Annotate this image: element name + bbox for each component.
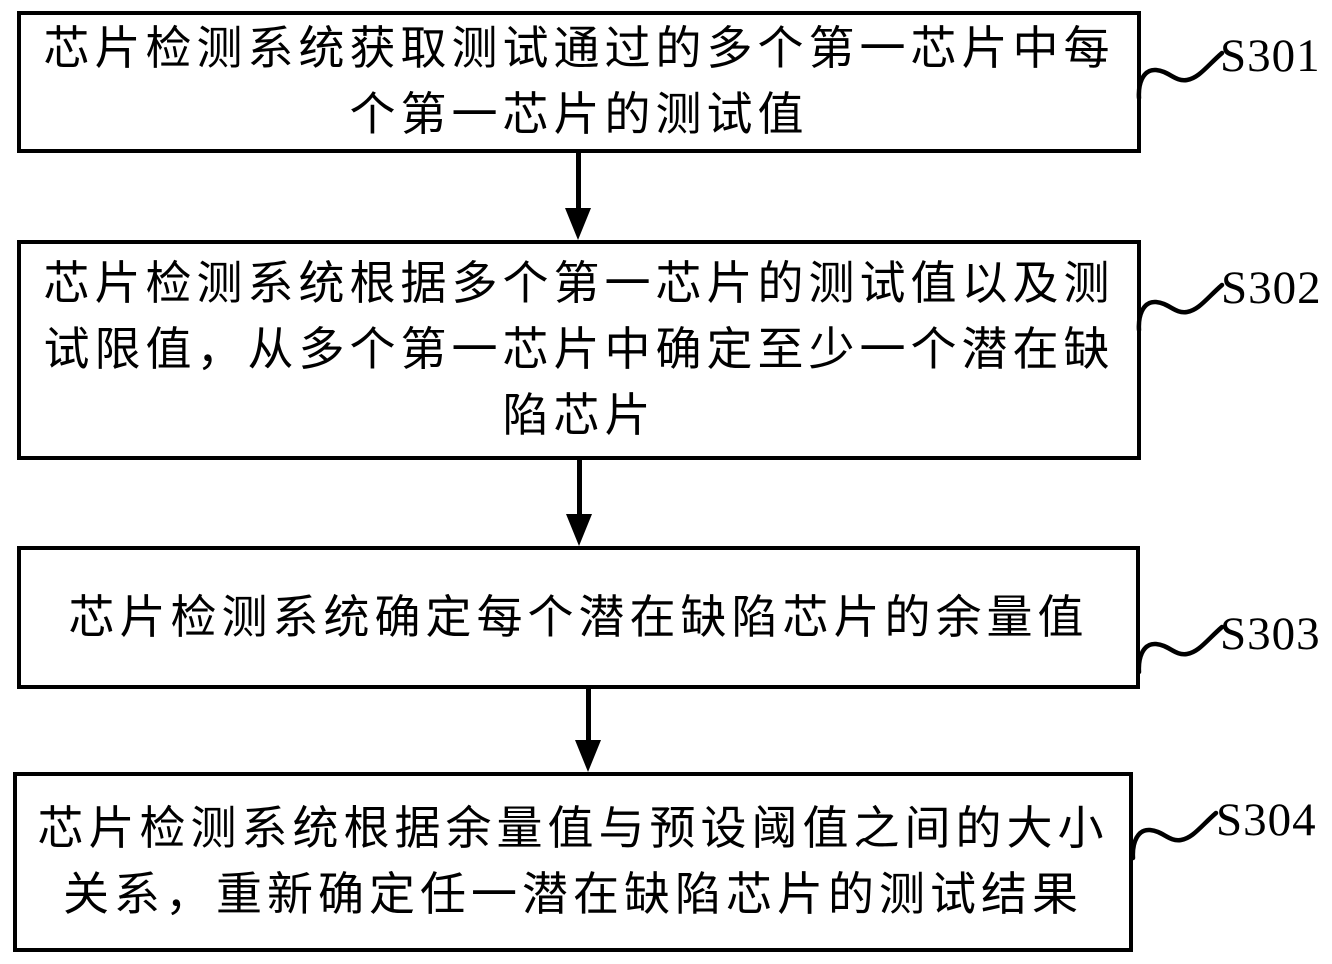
arrow-head-icon (575, 740, 601, 772)
step-connector-squiggle-2 (1136, 282, 1225, 333)
step-connector-squiggle-4 (1130, 810, 1219, 861)
flow-step-box-s304: 芯片检测系统根据余量值与预设阈值之间的大小关系，重新确定任一潜在缺陷芯片的测试结… (13, 772, 1133, 952)
text-line: 芯片检测系统获取测试通过的多个第一芯片中每 (43, 23, 1115, 74)
text-line: 试限值，从多个第一芯片中确定至少一个潜在缺 (43, 324, 1115, 375)
text-line: 芯片检测系统根据多个第一芯片的测试值以及测 (43, 258, 1115, 309)
down-arrow-1 (565, 152, 591, 240)
text-line: 个第一芯片的测试值 (349, 89, 809, 140)
down-arrow-2 (566, 459, 592, 546)
flow-step-box-s301: 芯片检测系统获取测试通过的多个第一芯片中每个第一芯片的测试值 (17, 11, 1141, 153)
arrow-shaft (576, 459, 582, 514)
flow-step-box-s303: 芯片检测系统确定每个潜在缺陷芯片的余量值 (17, 546, 1140, 689)
text-line: 芯片检测系统确定每个潜在缺陷芯片的余量值 (68, 591, 1089, 643)
arrow-head-icon (566, 514, 592, 546)
text-line: 陷芯片 (502, 390, 656, 441)
down-arrow-3 (575, 689, 601, 772)
text-line: 芯片检测系统根据余量值与预设阈值之间的大小 (37, 803, 1109, 854)
step-label-s301: S301 (1220, 30, 1321, 82)
arrow-head-icon (565, 208, 591, 240)
step-label-s302: S302 (1221, 262, 1322, 314)
step-label-s303: S303 (1220, 608, 1321, 660)
step-connector-squiggle-1 (1136, 50, 1225, 101)
flow-step-box-s302: 芯片检测系统根据多个第一芯片的测试值以及测试限值，从多个第一芯片中确定至少一个潜… (17, 240, 1141, 460)
arrow-shaft (585, 689, 591, 740)
arrow-shaft (575, 152, 581, 208)
text-line: 关系，重新确定任一潜在缺陷芯片的测试结果 (63, 869, 1083, 920)
step-label-s304: S304 (1216, 794, 1317, 846)
step-connector-squiggle-3 (1136, 624, 1225, 675)
